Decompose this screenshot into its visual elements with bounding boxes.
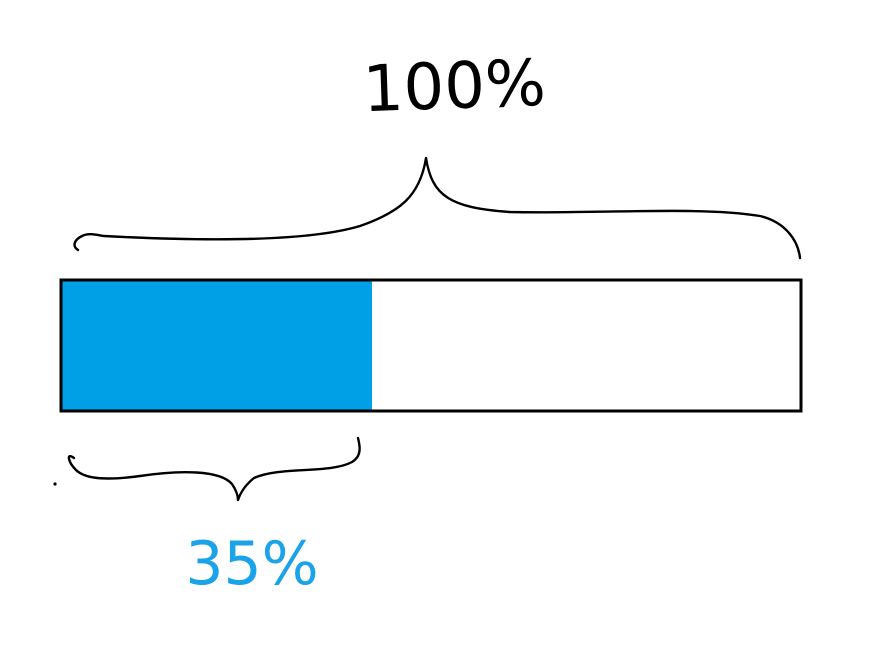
progress-bar-fill [62,281,372,410]
pen-dot [53,482,57,486]
part-label: 35% [185,529,318,599]
total-brace [73,156,802,260]
total-label: 100% [362,47,547,127]
part-brace [67,436,361,502]
